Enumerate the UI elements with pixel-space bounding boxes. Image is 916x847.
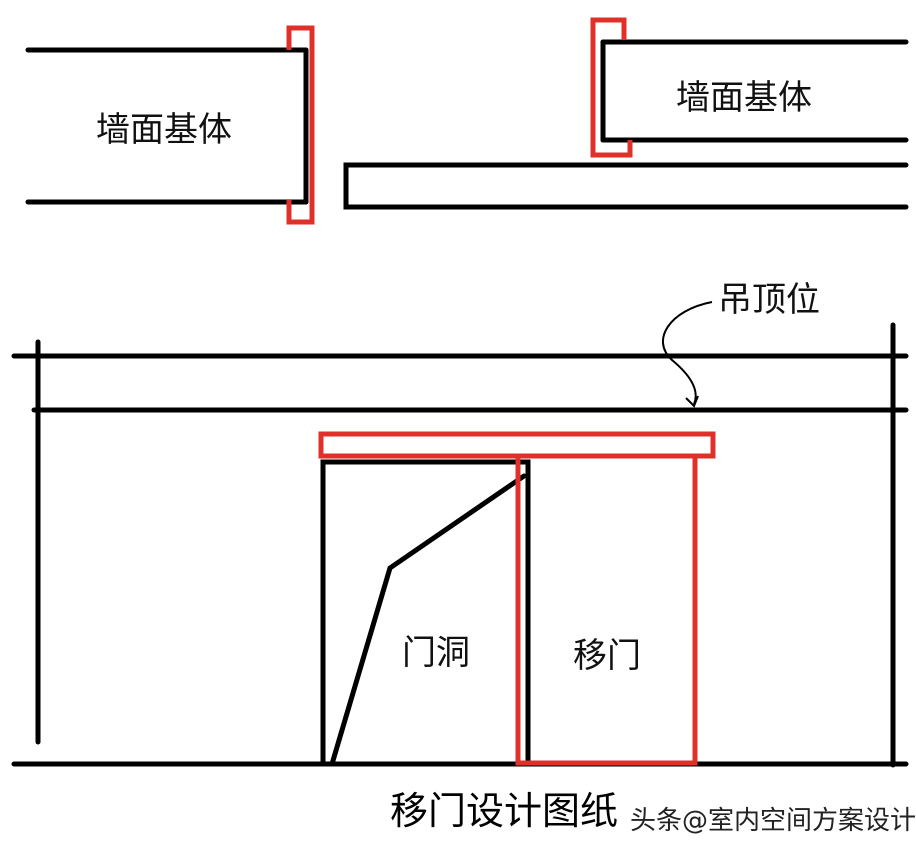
watermark: 头条@室内空间方案设计 [630,806,916,836]
track-left-bottom [286,200,315,225]
caption: 移门设计图纸 [390,789,619,833]
ceiling-label: 吊顶位 [718,280,820,320]
wall-right-label: 墙面基体 [676,78,812,118]
arrow-head-icon [685,395,699,408]
sliding-door-panel [515,453,698,766]
ceiling-pointer-arrow [661,301,713,405]
track-left-top [286,25,315,50]
door-opening-frame [320,459,531,767]
sliding-track-red [318,431,716,459]
track-right [590,17,633,158]
door-panel-plan [343,162,909,210]
door-opening-hatch [329,473,527,767]
wall-left-label: 墙面基体 [96,110,232,150]
sliding-door-label: 移门 [573,636,641,676]
door-opening-label: 门洞 [402,633,470,673]
